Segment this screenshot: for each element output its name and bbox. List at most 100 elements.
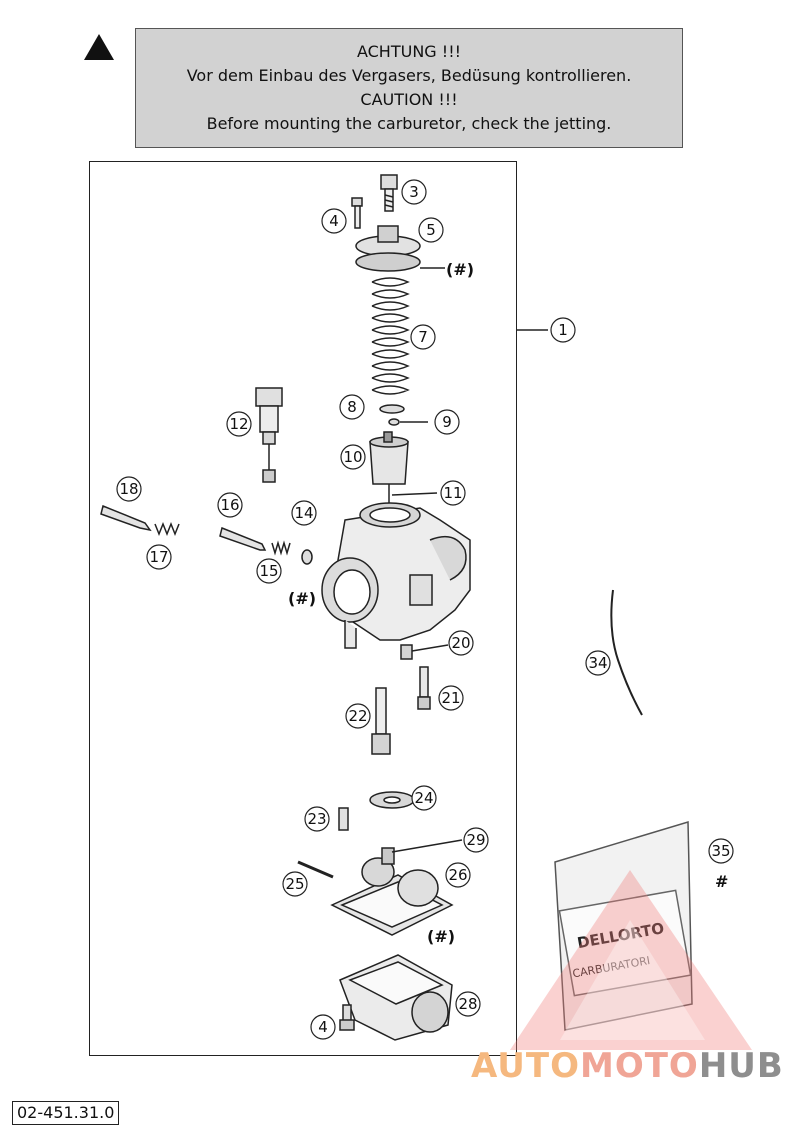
part-4-screw-top (351, 197, 363, 229)
callout-14: 14 (291, 500, 317, 526)
callout-16: 16 (217, 492, 243, 518)
part-26-float-assembly (330, 847, 454, 936)
hash-note-gasket-top: (#) (446, 260, 474, 279)
watermark-triangle-inner (560, 920, 705, 1040)
svg-text:21: 21 (441, 689, 460, 707)
callout-12: 12 (226, 411, 252, 437)
caution-line-de-title: ACHTUNG !!! (356, 42, 462, 61)
leader-line-29 (391, 839, 463, 853)
svg-text:8: 8 (347, 398, 357, 416)
svg-text:9: 9 (442, 413, 452, 431)
callout-7: 7 (410, 324, 436, 350)
part-34-vent-hose (610, 589, 643, 716)
svg-text:28: 28 (458, 995, 477, 1013)
part-16-mixture-screw (219, 526, 267, 551)
watermark-logo: AUTOMOTOHUB (471, 1046, 784, 1086)
part-25-pin (297, 860, 334, 879)
part-3-screw (380, 174, 398, 212)
callout-4-bottom: 4 (310, 1014, 336, 1040)
callout-26: 26 (445, 862, 471, 888)
svg-text:4: 4 (329, 212, 339, 230)
callout-35: 35 (708, 838, 734, 864)
caution-line-en-text: Before mounting the carburetor, check th… (206, 114, 612, 133)
watermark-part-hub: HUB (698, 1046, 784, 1086)
part-22-needle-jet (371, 687, 391, 755)
part-15-spring (271, 540, 291, 556)
leader-line-20 (411, 644, 449, 652)
part-35-jet-kit-package: DELLORTO CARBURATORI (554, 820, 693, 1031)
hash-note-float-gasket: (#) (427, 927, 455, 946)
svg-text:23: 23 (307, 810, 326, 828)
callout-23: 23 (304, 806, 330, 832)
part-14-o-ring (301, 549, 313, 565)
callout-28: 28 (455, 991, 481, 1017)
svg-text:4: 4 (318, 1018, 328, 1036)
part-24-gasket (369, 791, 415, 809)
svg-text:18: 18 (119, 480, 138, 498)
callout-9: 9 (434, 409, 460, 435)
svg-text:14: 14 (294, 504, 313, 522)
callout-11: 11 (440, 480, 466, 506)
svg-text:26: 26 (448, 866, 467, 884)
callout-1: 1 (550, 317, 576, 343)
reference-code: 02-451.31.0 (12, 1101, 120, 1125)
part-28-float-bowl (339, 954, 453, 1041)
part-10-slide (369, 431, 409, 485)
svg-text:29: 29 (466, 831, 485, 849)
callout-25: 25 (282, 871, 308, 897)
part-4-screw-bottom (339, 1004, 355, 1031)
part-18-idle-screw (100, 504, 152, 532)
part-21-pilot-jet (417, 666, 431, 710)
svg-text:5: 5 (426, 221, 436, 239)
warning-triangle-icon (84, 34, 114, 60)
part-12-choke-plunger (255, 387, 283, 483)
svg-text:25: 25 (285, 875, 304, 893)
part-7-spring (371, 277, 410, 395)
svg-text:1: 1 (558, 321, 568, 339)
callout-29: 29 (463, 827, 489, 853)
svg-text:34: 34 (588, 654, 607, 672)
svg-text:7: 7 (418, 328, 428, 346)
svg-text:11: 11 (443, 484, 462, 502)
svg-text:22: 22 (348, 707, 367, 725)
svg-text:3: 3 (409, 183, 419, 201)
callout-34: 34 (585, 650, 611, 676)
callout-21: 21 (438, 685, 464, 711)
carburetor-body (321, 502, 471, 649)
svg-text:20: 20 (451, 634, 470, 652)
callout-4-top: 4 (321, 208, 347, 234)
callout-10: 10 (340, 444, 366, 470)
assembly-frame (89, 161, 517, 1056)
svg-text:12: 12 (229, 415, 248, 433)
callout-15: 15 (256, 558, 282, 584)
caution-box: ACHTUNG !!! Vor dem Einbau des Vergasers… (135, 28, 683, 148)
watermark-part-auto: AUTO (471, 1046, 580, 1086)
watermark-triangle-icon (510, 870, 752, 1050)
callout-24: 24 (411, 785, 437, 811)
callout-22: 22 (345, 703, 371, 729)
part-17-spring (154, 521, 180, 537)
svg-text:35: 35 (711, 842, 730, 860)
callout-3: 3 (401, 179, 427, 205)
svg-text:10: 10 (343, 448, 362, 466)
part-23-main-jet (338, 807, 349, 831)
part-5-cap (355, 225, 445, 272)
callout-17: 17 (146, 544, 172, 570)
part-20-jet (400, 644, 413, 660)
caution-line-en-title: CAUTION !!! (360, 90, 458, 109)
part-8-washer (379, 404, 405, 414)
hash-note-jet-kit: # (715, 872, 728, 891)
callout-18: 18 (116, 476, 142, 502)
svg-text:24: 24 (414, 789, 433, 807)
svg-text:16: 16 (220, 496, 239, 514)
svg-text:17: 17 (149, 548, 168, 566)
callout-8: 8 (339, 394, 365, 420)
leader-line-11 (391, 492, 438, 496)
watermark-part-moto: MOTO (579, 1046, 699, 1086)
svg-text:15: 15 (259, 562, 278, 580)
part-9-clip (388, 418, 400, 426)
callout-5: 5 (418, 217, 444, 243)
callout-20: 20 (448, 630, 474, 656)
caution-line-de-text: Vor dem Einbau des Vergasers, Bedüsung k… (186, 66, 632, 85)
